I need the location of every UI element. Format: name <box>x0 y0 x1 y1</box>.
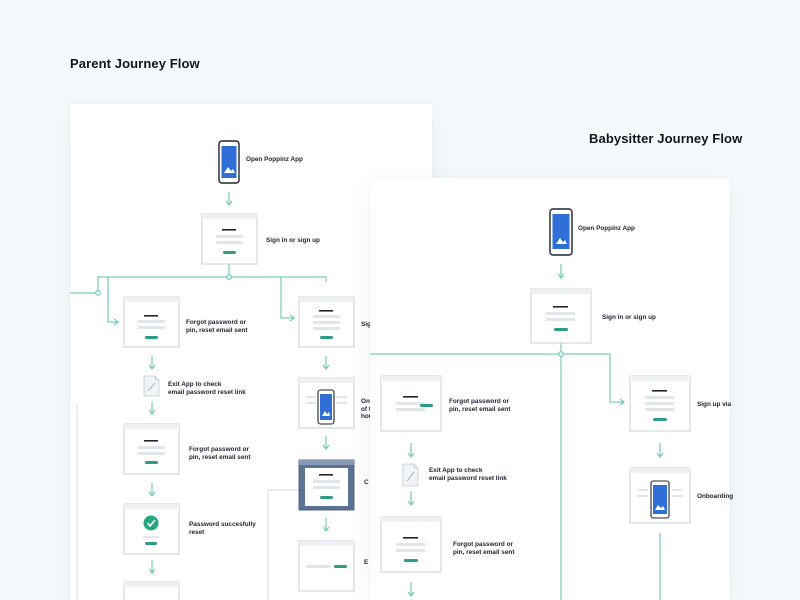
babysitter-label-exit-app: Exit App to check email password reset l… <box>429 467 507 482</box>
babysitter-label-sign-up-via: Sign up via <box>697 401 732 408</box>
babysitter-label-open-app: Open Poppinz App <box>578 225 635 232</box>
babysitter-journey-title: Babysitter Journey Flow <box>589 131 743 146</box>
parent-label-sign-in: Sign in or sign up <box>266 237 320 244</box>
babysitter-label-onboarding: Onboarding <box>697 493 734 500</box>
parent-label-forgot-2: Forgot password or pin, reset email sent <box>189 446 251 461</box>
babysitter-label-sign-in: Sign in or sign up <box>602 314 656 321</box>
parent-journey-title: Parent Journey Flow <box>70 56 200 71</box>
babysitter-label-forgot-2: Forgot password or pin, reset email sent <box>453 541 515 556</box>
parent-label-e-partial: E <box>364 559 369 566</box>
parent-label-sign-up-partial: Sig <box>361 321 371 328</box>
babysitter-label-forgot-1: Forgot password or pin, reset email sent <box>449 398 511 413</box>
parent-label-c-partial: C <box>364 479 369 486</box>
parent-label-open-app: Open Poppinz App <box>246 156 303 163</box>
parent-label-exit-app: Exit App to check email password reset l… <box>168 381 246 396</box>
parent-label-onboarding-partial: On of t hou <box>361 398 373 421</box>
parent-label-forgot-1: Forgot password or pin, reset email sent <box>186 319 248 334</box>
parent-label-password-reset: Password succesfully reset <box>189 521 256 536</box>
